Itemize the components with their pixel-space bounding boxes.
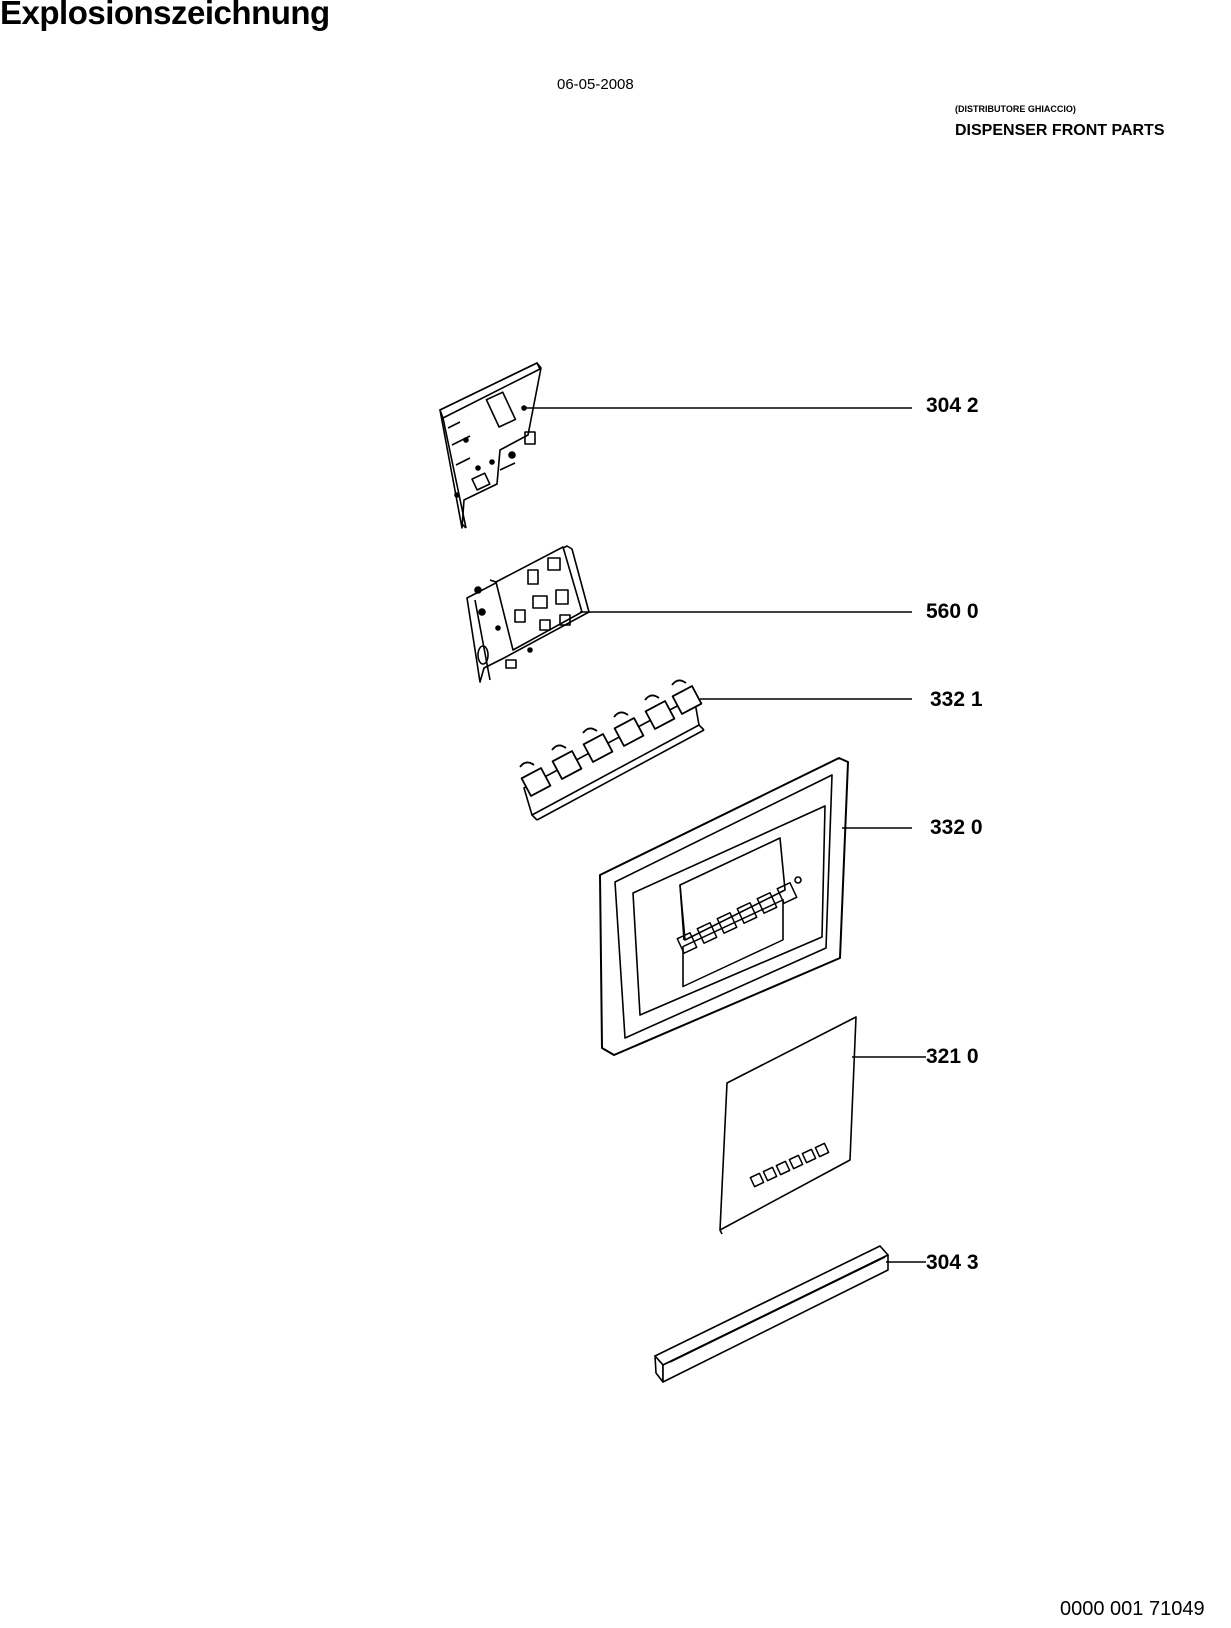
part-560-0-display-module bbox=[466, 545, 590, 683]
part-label-304-3: 304 3 bbox=[926, 1251, 979, 1274]
subtitle-main: DISPENSER FRONT PARTS bbox=[955, 122, 1165, 139]
part-321-0-decor-panel bbox=[719, 1016, 857, 1235]
page-title: Explosionszeichnung bbox=[0, 0, 330, 31]
part-label-321-0: 321 0 bbox=[926, 1045, 979, 1068]
part-304-2-circuit-board bbox=[439, 362, 542, 529]
drawing-date: 06-05-2008 bbox=[557, 76, 634, 93]
document-number: 0000 001 71049 bbox=[1060, 1598, 1205, 1620]
part-332-0-front-frame bbox=[599, 757, 849, 1056]
part-304-3-trim-bar bbox=[654, 1245, 889, 1383]
part-label-304-2: 304 2 bbox=[926, 394, 979, 417]
part-label-560-0: 560 0 bbox=[926, 600, 979, 623]
subtitle-italian: (DISTRIBUTORE GHIACCIO) bbox=[955, 104, 1076, 114]
part-label-332-1: 332 1 bbox=[930, 688, 983, 711]
part-label-332-0: 332 0 bbox=[930, 816, 983, 839]
part-332-1-button-strip bbox=[519, 679, 705, 821]
